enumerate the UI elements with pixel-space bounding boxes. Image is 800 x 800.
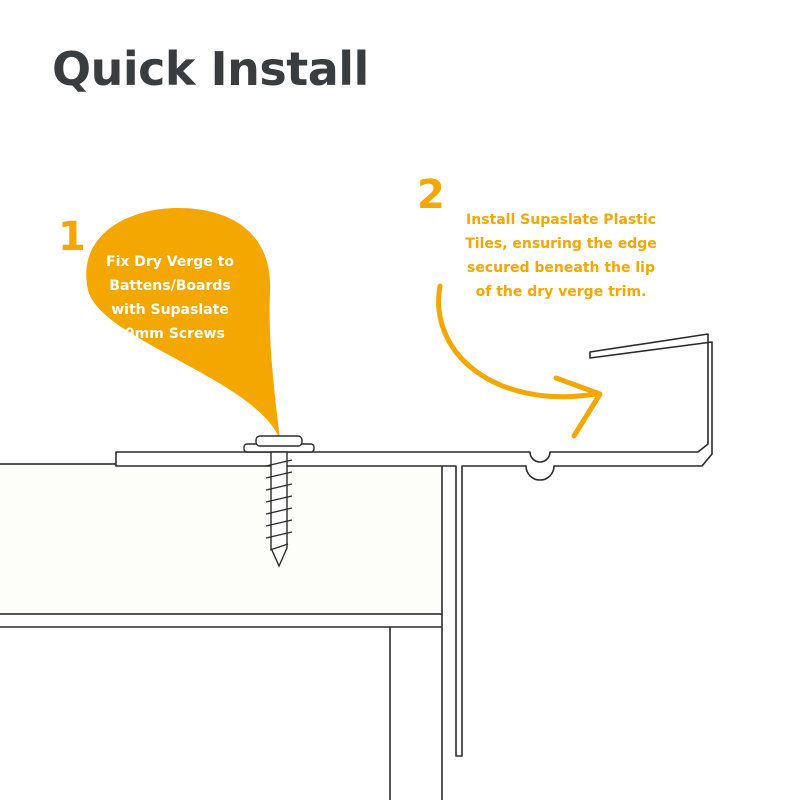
timber-board bbox=[0, 463, 443, 615]
step-2-line: Install Supaslate Plastic bbox=[466, 212, 656, 228]
dry-verge-trim bbox=[115, 333, 713, 757]
step-1-line: Battens/Boards bbox=[109, 278, 231, 294]
curved-arrow bbox=[436, 283, 599, 400]
screw-shank bbox=[270, 451, 288, 568]
screw-thread bbox=[265, 459, 293, 551]
step-1-line: with Supaslate bbox=[111, 302, 229, 318]
step-1-callout-shape bbox=[86, 208, 280, 440]
step-1-instruction: Fix Dry Verge to Battens/Boards with Sup… bbox=[95, 250, 245, 346]
fascia-structure bbox=[0, 614, 443, 800]
step-2-line: secured beneath the lip bbox=[467, 260, 655, 276]
step-2-line: Tiles, ensuring the edge bbox=[465, 236, 657, 252]
step-2-number: 2 bbox=[417, 172, 445, 218]
screw bbox=[243, 435, 315, 568]
page-title: Quick Install bbox=[52, 42, 369, 96]
arrow-head-icon bbox=[553, 375, 603, 439]
screw-head bbox=[255, 435, 303, 447]
step-2-instruction: Install Supaslate Plastic Tiles, ensurin… bbox=[446, 208, 676, 304]
step-1-number: 1 bbox=[58, 214, 86, 260]
step-1-line: 19mm Screws bbox=[115, 326, 225, 342]
step-2-line: of the dry verge trim. bbox=[475, 284, 647, 300]
step-1-line: Fix Dry Verge to bbox=[106, 254, 234, 270]
